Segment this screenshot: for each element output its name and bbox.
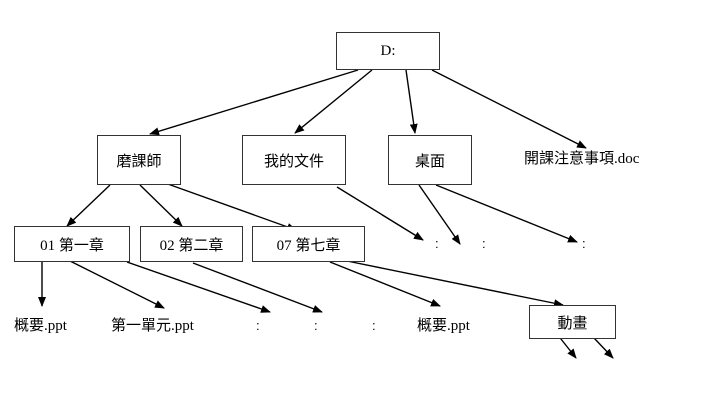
- ch01-unit1-file-label: 第一單元.ppt: [111, 318, 194, 334]
- edge-teacher-ch01: [66, 184, 111, 227]
- root-drive-node: D:: [336, 32, 440, 70]
- edge-ch07-animation: [346, 260, 564, 308]
- edge-root-documents: [294, 69, 373, 134]
- chapter-07-folder-node: 07 第七章: [252, 226, 365, 262]
- desktop-ellipsis-2: :: [582, 236, 586, 251]
- chapter-01-folder-node: 01 第一章: [14, 226, 130, 262]
- ch07-summary-file-label: 概要.ppt: [417, 318, 470, 334]
- edge-ch07-summary: [329, 261, 441, 307]
- edge-ch02-ellipsis: [192, 262, 323, 313]
- notice-file-label: 開課注意事項.doc: [524, 151, 640, 167]
- leaf-ellipsis-b: :: [314, 318, 318, 333]
- leaf-ellipsis-a: :: [256, 318, 260, 333]
- edge-documents-ellipsis: [336, 186, 424, 241]
- edge-teacher-ch02: [139, 184, 183, 227]
- edge-teacher-ch07: [164, 182, 297, 231]
- chapter-02-folder-node: 02 第二章: [140, 226, 243, 262]
- documents-ellipsis: :: [435, 236, 439, 251]
- edge-ch01-ellipsis: [126, 261, 271, 313]
- animation-folder-node: 動畫: [529, 305, 616, 339]
- ch01-summary-file-label: 概要.ppt: [14, 318, 67, 334]
- desktop-folder-node: 桌面: [388, 135, 472, 185]
- edge-root-notice: [431, 69, 587, 149]
- edge-root-desktop: [405, 69, 418, 134]
- teacher-folder-node: 磨課師: [97, 135, 181, 185]
- edge-root-teacher: [149, 69, 359, 136]
- desktop-ellipsis-1: :: [482, 236, 486, 251]
- documents-folder-node: 我的文件: [242, 135, 346, 185]
- leaf-ellipsis-c: :: [372, 318, 376, 333]
- edge-ch01-unit: [69, 260, 165, 309]
- edge-desktop-ellipsis-1: [418, 184, 461, 245]
- edge-desktop-ellipsis-2: [435, 184, 578, 243]
- edge-animation-child-2: [593, 337, 614, 359]
